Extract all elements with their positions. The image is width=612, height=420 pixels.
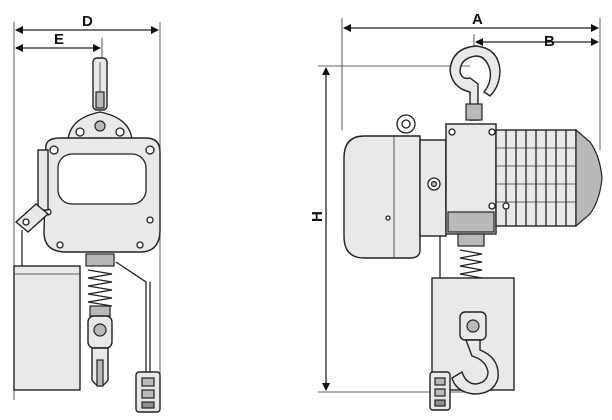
side-lifting-eye <box>396 114 416 134</box>
dimension-d-label: D <box>82 13 93 30</box>
front-top-hook <box>92 57 108 111</box>
front-view: D E <box>13 13 161 413</box>
side-bottom-hook <box>451 311 499 395</box>
front-side-cover <box>14 149 50 233</box>
dimension-e: E <box>15 31 103 58</box>
dimension-e-label: E <box>54 31 64 48</box>
dimension-b-label: B <box>544 33 555 50</box>
front-chain-bag <box>13 230 81 391</box>
side-top-hook <box>449 45 501 121</box>
dimension-h: H <box>309 65 478 393</box>
dimension-a: A <box>341 11 601 150</box>
side-view: A B H <box>309 11 603 411</box>
front-hook-block <box>87 315 113 387</box>
front-main-housing <box>43 137 161 253</box>
front-pendant <box>115 261 161 413</box>
side-motor <box>495 128 603 228</box>
dimension-a-label: A <box>472 11 483 28</box>
side-pendant <box>429 371 451 411</box>
front-top-bracket <box>67 111 133 141</box>
front-spring <box>85 253 115 317</box>
dimension-h-label: H <box>309 211 326 222</box>
side-center-plate <box>445 123 497 235</box>
dimension-b: B <box>473 33 599 50</box>
